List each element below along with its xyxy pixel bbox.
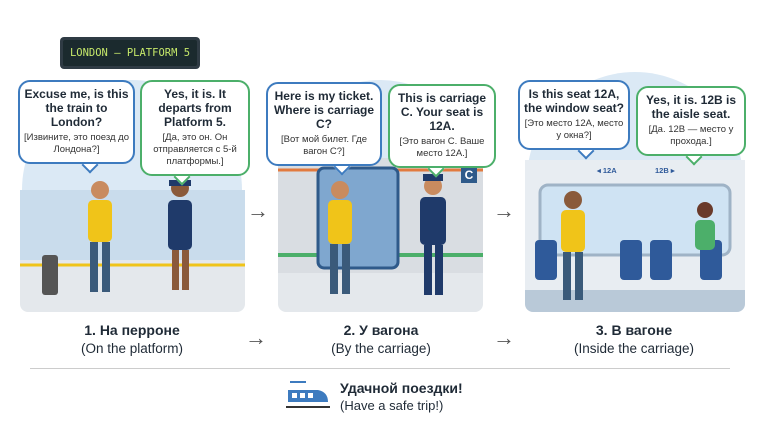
- arrow-right-icon: →: [493, 325, 515, 350]
- question-translation: [Вот мой билет. Где вагон C?]: [281, 134, 367, 157]
- arrow-right-icon: →: [493, 198, 515, 223]
- answer-translation: [Да. 12B — место у прохода.]: [648, 124, 734, 147]
- farewell: Удачной поездки! (Have a safe trip!): [340, 380, 463, 413]
- answer-bubble-2: This is carriage C. Your seat is 12A. [Э…: [388, 84, 496, 168]
- question-text: Excuse me, is this the train to London?: [24, 87, 129, 129]
- step-caption-3: 3. В вагоне (Inside the carriage): [534, 322, 734, 356]
- answer-translation: [Это вагон C. Ваше место 12A.]: [399, 136, 485, 159]
- question-text: Is this seat 12A, the window seat?: [524, 87, 625, 115]
- step-title: 1. На перроне: [84, 322, 180, 338]
- train-icon: [286, 378, 330, 415]
- step-caption-2: 2. У вагона (By the carriage): [281, 322, 481, 356]
- carriage-scene: C: [278, 60, 483, 312]
- arrow-right-icon: →: [247, 198, 269, 223]
- answer-bubble-3: Yes, it is. 12B is the aisle seat. [Да. …: [636, 86, 746, 156]
- answer-text: Yes, it is. 12B is the aisle seat.: [645, 93, 737, 121]
- step-subtitle: (By the carriage): [331, 341, 431, 356]
- question-bubble-2: Here is my ticket. Where is carriage C? …: [266, 82, 382, 166]
- answer-translation: [Да, это он. Он отправляется с 5-й платф…: [153, 132, 237, 167]
- question-translation: [Это место 12A, место у окна?]: [524, 118, 624, 141]
- departure-board: LONDON – PLATFORM 5: [60, 37, 200, 69]
- step-title: 2. У вагона: [343, 322, 419, 338]
- step-subtitle: (On the platform): [80, 341, 184, 356]
- arrow-right-icon: →: [245, 325, 267, 350]
- question-text: Here is my ticket. Where is carriage C?: [273, 89, 375, 131]
- step-title: 3. В вагоне: [595, 322, 673, 338]
- seat-label-12a: ◂ 12A: [597, 166, 617, 175]
- farewell-en: (Have a safe trip!): [340, 398, 444, 413]
- question-translation: [Извините, это поезд до Лондона?]: [24, 132, 130, 155]
- step-caption-1: 1. На перроне (On the platform): [32, 322, 232, 356]
- question-bubble-1: Excuse me, is this the train to London? …: [18, 80, 135, 164]
- step-subtitle: (Inside the carriage): [573, 341, 695, 356]
- seat-label-12b: 12B ▸: [655, 166, 675, 175]
- answer-bubble-1: Yes, it is. It departs from Platform 5. …: [140, 80, 250, 176]
- departure-board-text: LONDON – PLATFORM 5: [63, 40, 197, 66]
- question-bubble-3: Is this seat 12A, the window seat? [Это …: [518, 80, 630, 150]
- farewell-ru: Удачной поездки!: [340, 380, 463, 396]
- answer-text: Yes, it is. It departs from Platform 5.: [158, 87, 232, 129]
- answer-text: This is carriage C. Your seat is 12A.: [397, 91, 487, 133]
- divider: [30, 368, 730, 369]
- carriage-letter-sign: C: [461, 167, 477, 183]
